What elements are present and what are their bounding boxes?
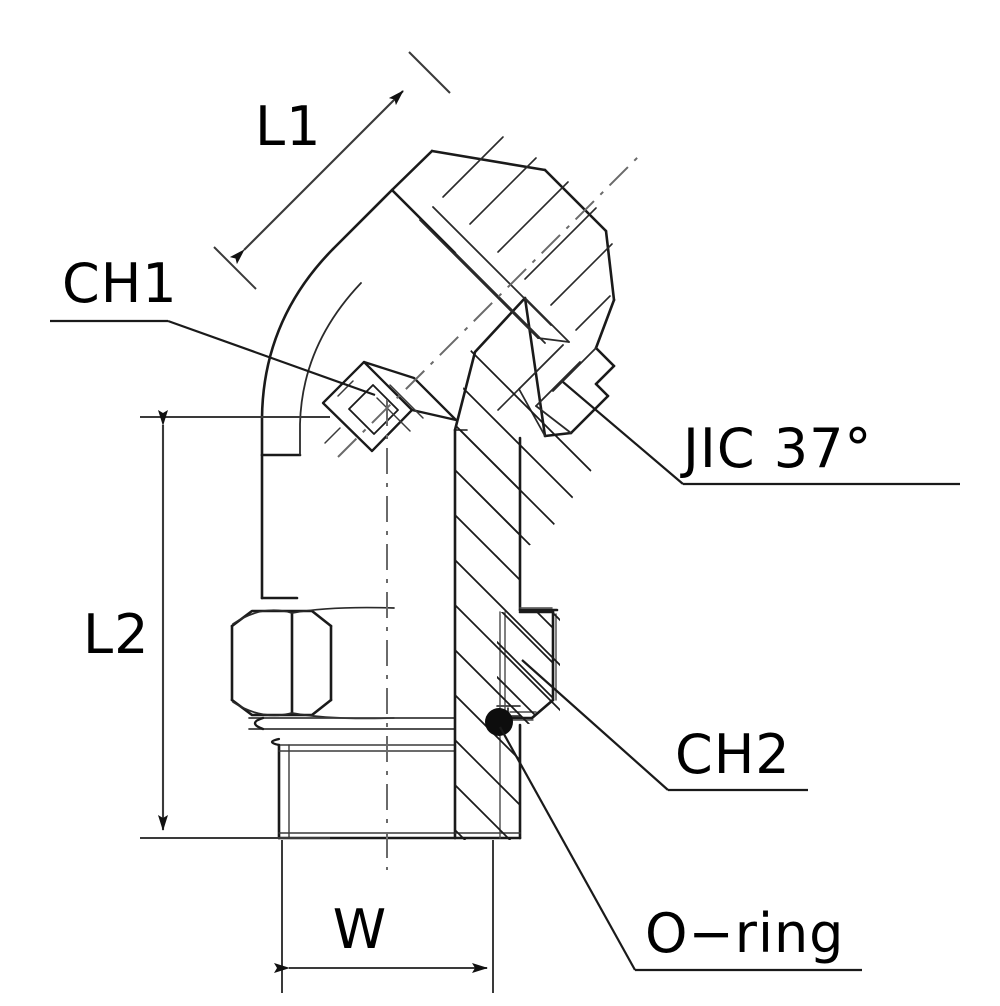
callout-label-ch2: CH2 [675,723,791,786]
washer-left-round [253,716,265,731]
callout-label-oring: O−ring [645,902,844,965]
wrench-flat-detail [321,360,458,453]
centrelines [337,154,641,870]
l1-dim-line [229,90,404,265]
dimension-l2 [140,410,330,839]
dimension-label-l2: L2 [83,603,149,666]
dimension-w [274,840,494,993]
hex-nut-ch1 [230,609,333,717]
centreline-diagonal [337,154,641,458]
dimension-l1 [213,51,451,290]
elbow-outer-top-diag [331,188,394,251]
l1-ext-line-upper [408,51,451,94]
dimension-label-l1: L1 [255,95,321,158]
callout-label-ch1: CH1 [62,252,178,315]
callout-label-jic: JIC 37° [680,417,872,480]
l1-ext-line-lower [213,246,257,290]
o-ring-seal-dot [485,708,513,736]
dimension-label-w: W [333,898,387,961]
fitting-body-geometry [230,136,616,840]
elbow-outer-left-arc [260,247,335,457]
elbow-inner-left-arc [299,282,362,456]
jic-arm [390,136,616,438]
callout-leader-jic [562,381,960,486]
callout-leader-ch1 [50,319,376,397]
threaded-spigot [270,737,457,840]
hex-chamfer-arcs [232,606,395,720]
elbow-right-diag-upper [453,296,527,432]
callout-leader-ch2 [521,659,808,792]
callout-leader-oring [499,726,862,972]
